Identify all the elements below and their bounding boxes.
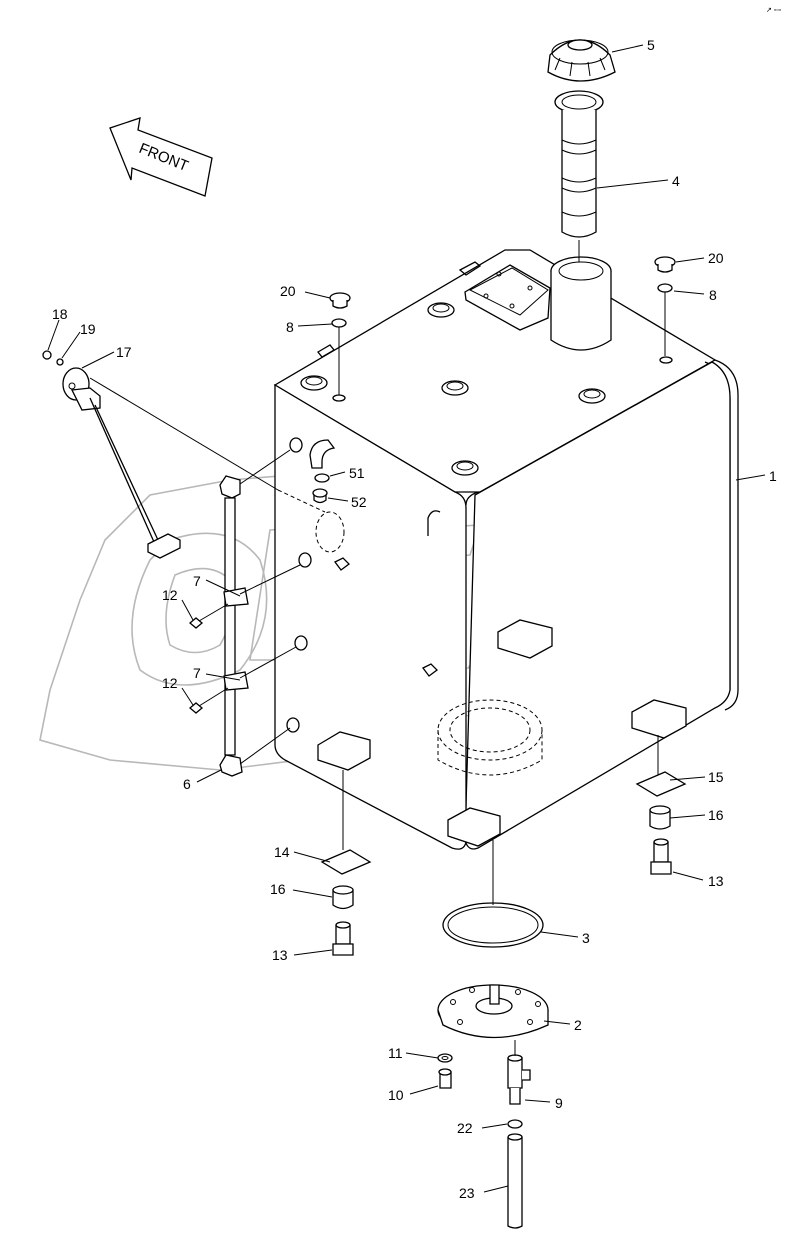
callout-13-left: 13: [272, 947, 288, 963]
strainer: [554, 90, 604, 262]
callout-13-right: 13: [708, 873, 724, 889]
plug-left: [329, 292, 351, 395]
callout-15: 15: [708, 769, 724, 785]
callout-19: 19: [80, 321, 96, 337]
callout-9: 9: [555, 1095, 563, 1111]
callout-5: 5: [647, 37, 655, 53]
callout-12-upper: 12: [162, 587, 178, 603]
callout-6: 6: [183, 776, 191, 792]
level-gauge-sender: [42, 350, 279, 559]
callout-22: 22: [457, 1120, 473, 1136]
callout-51: 51: [349, 465, 365, 481]
callout-4: 4: [672, 173, 680, 189]
callout-20-left: 20: [280, 283, 296, 299]
drain-valve: [507, 1040, 531, 1105]
callout-52: 52: [351, 494, 367, 510]
bolt-washer-10-11: [437, 1053, 453, 1089]
callout-2: 2: [574, 1017, 582, 1033]
callout-20-right: 20: [708, 250, 724, 266]
hydraulic-tank: [273, 249, 739, 850]
fittings-51-52: [312, 473, 330, 504]
callout-7-lower: 7: [193, 665, 201, 681]
callout-16-left: 16: [270, 881, 286, 897]
callout-23: 23: [459, 1185, 475, 1201]
callout-17: 17: [116, 344, 132, 360]
callout-12-lower: 12: [162, 675, 178, 691]
callout-3: 3: [582, 930, 590, 946]
pipe-22-23: [507, 1119, 523, 1229]
mount-left-hardware: [320, 770, 372, 956]
callout-8-right: 8: [709, 287, 717, 303]
callout-18: 18: [52, 306, 68, 322]
corner-mark: ↗ ▫▫▫: [766, 7, 781, 14]
cover-plate: [437, 984, 549, 1039]
callout-16-right: 16: [708, 807, 724, 823]
plug-right: [654, 256, 676, 356]
callout-1: 1: [769, 468, 777, 484]
callout-8-left: 8: [286, 319, 294, 335]
callout-labels: 1 2 3 4 5 6 7 7 8 8 9 10 11 12 12 13 13 …: [52, 37, 777, 1201]
callout-14: 14: [274, 844, 290, 860]
front-direction-arrow: FRONT: [109, 117, 213, 197]
mount-right-hardware: [635, 735, 687, 875]
sight-gauge: [188, 449, 301, 777]
filler-cap: [547, 39, 616, 82]
o-ring: [442, 840, 544, 948]
callout-11: 11: [388, 1045, 403, 1061]
callout-7-upper: 7: [193, 573, 201, 589]
leader-lines: [47, 44, 766, 1193]
callout-10: 10: [388, 1087, 404, 1103]
